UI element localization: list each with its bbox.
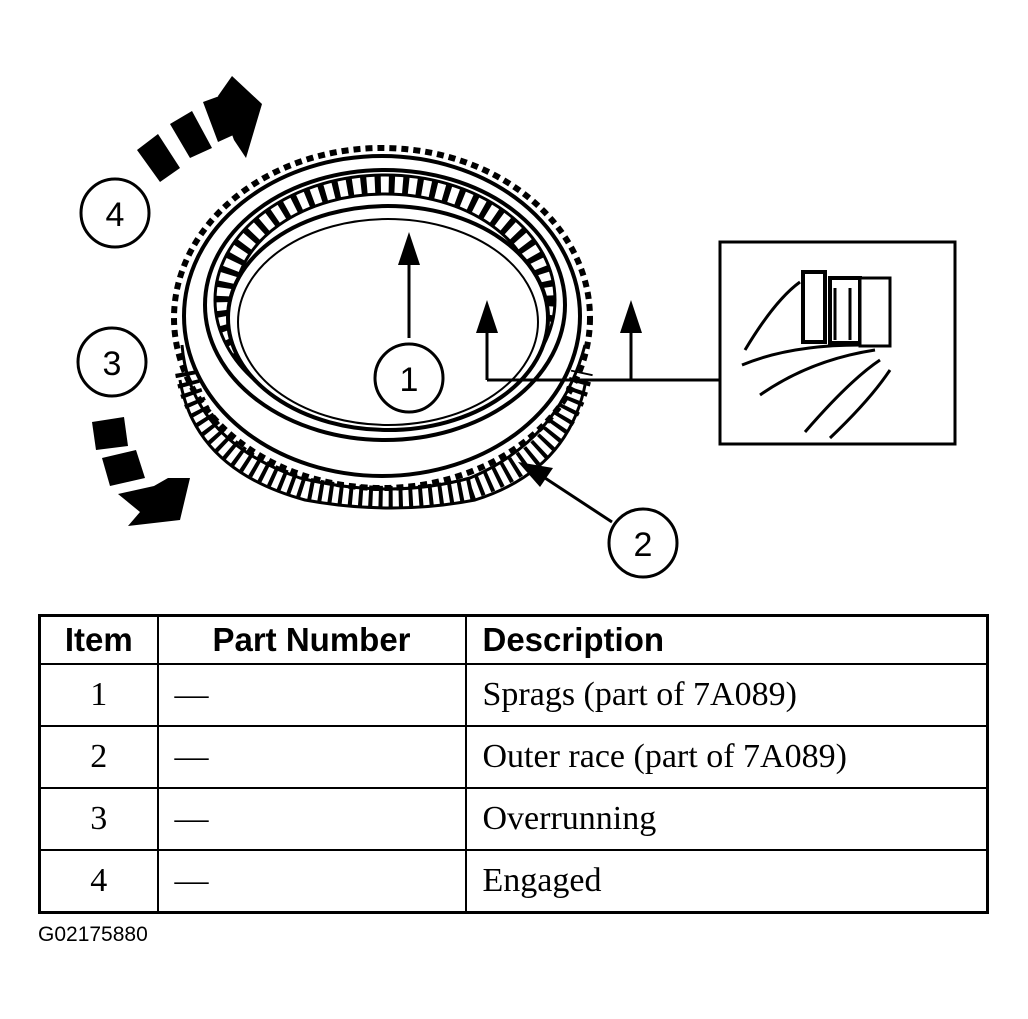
header-item: Item — [38, 614, 159, 665]
svg-text:1: 1 — [400, 361, 419, 399]
overrunning-rotation-arrow — [92, 417, 190, 526]
callout-3: 3 — [76, 326, 148, 398]
clutch-diagram: 4 3 1 2 — [76, 76, 957, 579]
callout-2: 2 — [607, 507, 679, 579]
table-row: 2 — Outer race (part of 7A089) — [38, 725, 989, 789]
row-description: Outer race (part of 7A089) — [464, 725, 989, 789]
row-item: 2 — [38, 725, 159, 789]
svg-text:4: 4 — [106, 196, 125, 234]
inner-rings — [203, 168, 567, 442]
table-row: 3 — Overrunning — [38, 787, 989, 851]
callout-1: 1 — [373, 342, 445, 414]
header-part-number: Part Number — [156, 614, 467, 665]
table-row: 4 — Engaged — [38, 849, 989, 914]
row-item: 3 — [38, 787, 159, 851]
parts-table: Item Part Number Description 1 — Sprags … — [38, 614, 989, 914]
table-header-row: Item Part Number Description — [38, 614, 989, 665]
row-description: Overrunning — [464, 787, 989, 851]
row-part-number: — — [156, 787, 467, 851]
figure-code: G02175880 — [38, 923, 148, 946]
row-part-number: — — [156, 725, 467, 789]
row-part-number: — — [156, 849, 467, 914]
callout-4: 4 — [79, 177, 151, 249]
row-item: 4 — [38, 849, 159, 914]
svg-text:3: 3 — [103, 345, 122, 383]
engaged-rotation-arrow — [137, 76, 262, 182]
row-description: Engaged — [464, 849, 989, 914]
sprag-detail-inset — [718, 240, 957, 446]
table-row: 1 — Sprags (part of 7A089) — [38, 663, 989, 727]
outer-race-leader — [518, 462, 613, 524]
sprag-arrows — [398, 232, 720, 382]
row-item: 1 — [38, 663, 159, 727]
header-description: Description — [464, 614, 989, 665]
row-part-number: — — [156, 663, 467, 727]
svg-text:2: 2 — [634, 526, 653, 564]
row-description: Sprags (part of 7A089) — [464, 663, 989, 727]
